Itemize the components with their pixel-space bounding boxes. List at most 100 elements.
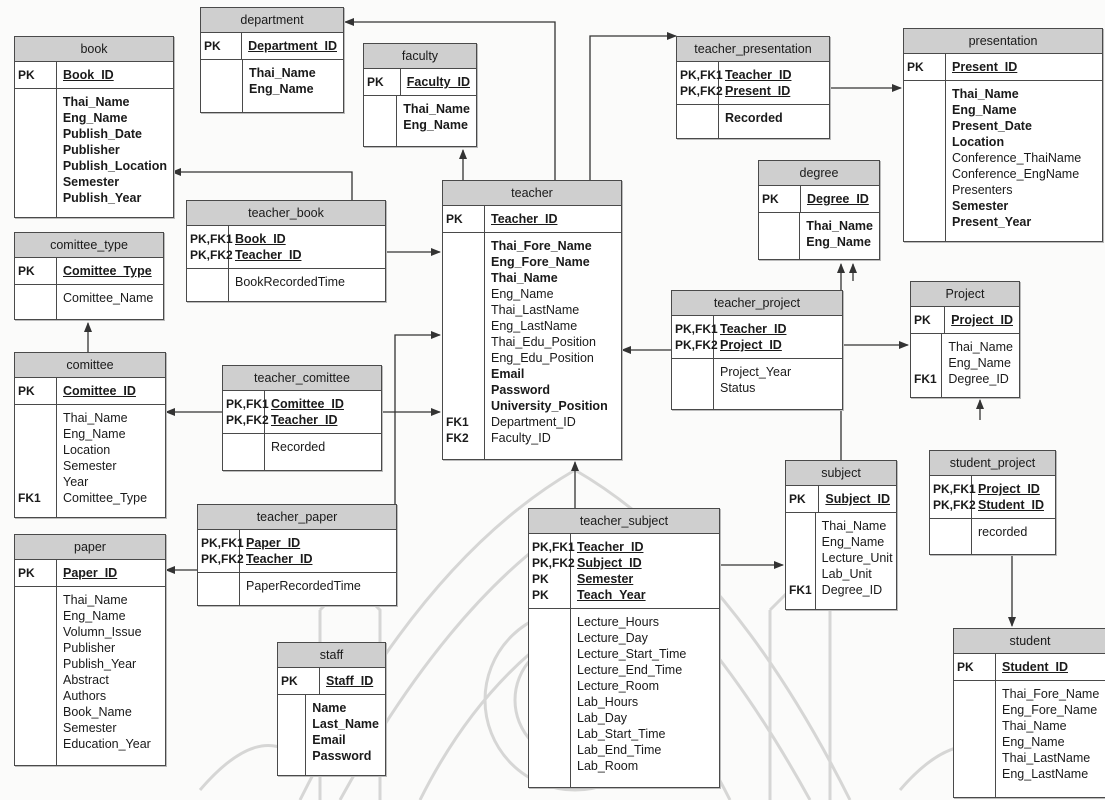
attribute-field: Password	[491, 383, 551, 397]
fk-marker-column	[198, 573, 240, 605]
attribute-field: Eng_Name	[1002, 735, 1065, 749]
attribute-field: Semester	[62, 175, 120, 189]
key-type-label: PK,FK2	[675, 338, 718, 352]
fk-marker	[907, 150, 942, 166]
fk-marker	[18, 640, 53, 656]
key-type-label: PK	[762, 192, 779, 206]
fk-marker: FK1	[789, 583, 812, 597]
key-type-label: PK	[532, 572, 549, 586]
key-type-column: PK	[911, 307, 946, 333]
key-type-column: PK	[786, 486, 820, 512]
fk-marker	[18, 672, 53, 688]
attribute-field: Year	[63, 475, 89, 489]
fk-marker	[532, 742, 567, 758]
attribute-field: Thai_Name	[806, 219, 873, 233]
relationship-line-5	[589, 32, 677, 180]
key-type-label: PK	[957, 660, 974, 674]
primary-key-field: Comittee_ID	[63, 384, 136, 398]
fk-marker	[446, 254, 481, 270]
fk-marker	[18, 474, 53, 490]
fk-marker	[957, 702, 992, 718]
key-type-label: PK,FK1	[190, 232, 233, 246]
primary-key-field: Department_ID	[248, 39, 337, 53]
attribute-field: Eng_Name	[948, 356, 1011, 370]
attribute-field: Recorded	[271, 440, 326, 454]
attribute-field: Thai_Name	[491, 271, 558, 285]
attribute-field: Thai_Name	[63, 593, 128, 607]
attribute-field: Present_Date	[952, 119, 1032, 133]
entity-title: staff	[278, 643, 385, 668]
primary-key-field: Faculty_ID	[406, 75, 470, 89]
attribute-column: Recorded	[719, 105, 829, 138]
attribute-field: Semester	[63, 721, 117, 735]
key-field-column: Degree_ID	[801, 186, 879, 212]
fk-marker	[680, 110, 715, 126]
key-field-column: Comittee_ID	[57, 378, 165, 404]
fk-marker-column	[278, 695, 307, 775]
primary-key-field: Semester	[577, 572, 634, 586]
attribute-field: Thai_LastName	[491, 303, 580, 317]
fk-marker-column	[954, 681, 996, 797]
fk-marker	[18, 426, 53, 442]
key-type-column: PK	[15, 560, 57, 586]
key-field-column: Faculty_ID	[401, 69, 476, 95]
relationship-line-1	[171, 168, 353, 200]
attribute-field: PaperRecordedTime	[246, 579, 361, 593]
fk-marker	[226, 439, 261, 455]
attribute-field: Lecture_Room	[577, 679, 659, 693]
attribute-field: Eng_LastName	[491, 319, 578, 333]
fk-marker	[18, 624, 53, 640]
attribute-column: Recorded	[265, 434, 381, 470]
fk-marker	[18, 126, 53, 142]
entity-title: faculty	[364, 44, 476, 69]
fk-marker	[907, 198, 942, 214]
fk-marker	[907, 214, 942, 230]
attribute-field: Thai_Name	[63, 411, 128, 425]
primary-key-field: Degree_ID	[807, 192, 869, 206]
key-type-label: PK	[18, 384, 35, 398]
key-type-label: PK,FK2	[226, 413, 269, 427]
key-type-column: PK	[759, 186, 801, 212]
fk-marker	[957, 718, 992, 734]
attribute-section: Recorded	[677, 105, 829, 138]
attribute-field: Project_Year	[720, 365, 792, 379]
fk-marker	[18, 688, 53, 704]
fk-marker-column	[15, 89, 57, 217]
attribute-field: Location	[952, 135, 1005, 149]
primary-key-field: Subject_ID	[577, 556, 642, 570]
fk-marker	[675, 380, 710, 396]
fk-marker	[907, 134, 942, 150]
entity-title: paper	[15, 535, 165, 560]
key-type-label: PK,FK2	[933, 498, 976, 512]
attribute-field: BookRecordedTime	[235, 275, 346, 289]
attribute-field: Last_Name	[312, 717, 379, 731]
attribute-field: Eng_Name	[62, 111, 128, 125]
attribute-field: Thai_Name	[948, 340, 1013, 354]
key-type-label: PK,FK1	[226, 397, 269, 411]
key-type-label: PK,FK2	[532, 556, 575, 570]
primary-key-field: Student_ID	[978, 498, 1044, 512]
key-type-column: PK	[443, 206, 485, 232]
attribute-field: Eng_Name	[806, 235, 871, 249]
fk-marker	[201, 578, 236, 594]
